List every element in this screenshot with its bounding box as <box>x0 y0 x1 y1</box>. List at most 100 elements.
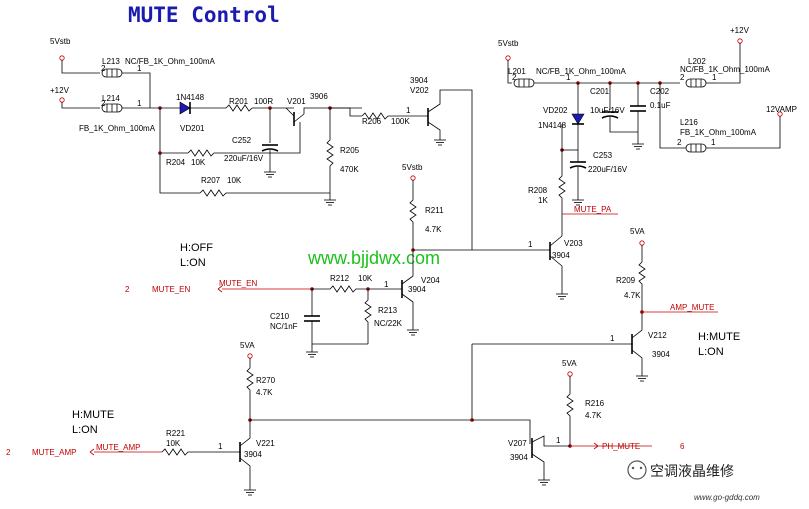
svg-text:4.7K: 4.7K <box>256 388 273 397</box>
svg-text:VD202: VD202 <box>543 106 568 115</box>
svg-text:2: 2 <box>101 64 106 73</box>
svg-text:R212: R212 <box>330 274 350 283</box>
resistor-r213: R213 NC/22K <box>364 289 403 344</box>
port-mute-amp: 2 MUTE_AMP MUTE_AMP <box>6 443 162 457</box>
svg-text:V212: V212 <box>648 331 667 340</box>
svg-text:5VA: 5VA <box>630 227 645 236</box>
transistor-v207: V207 3904 1 <box>508 435 570 486</box>
svg-text:+12V: +12V <box>50 86 70 95</box>
bead-l216: L216 FB_1K_Ohm_100mA 2 1 12VAMP <box>659 83 797 153</box>
svg-text:VD201: VD201 <box>180 124 205 133</box>
svg-text:R209: R209 <box>616 276 636 285</box>
svg-text:R213: R213 <box>378 306 398 315</box>
svg-text:3906: 3906 <box>310 92 328 101</box>
svg-text:R205: R205 <box>340 146 360 155</box>
svg-text:10uF/16V: 10uF/16V <box>590 106 625 115</box>
svg-text:2: 2 <box>125 285 130 294</box>
svg-text:100K: 100K <box>391 117 410 126</box>
svg-text:NC/22K: NC/22K <box>374 319 403 328</box>
svg-text:3904: 3904 <box>408 285 426 294</box>
svg-text:L202: L202 <box>688 57 706 66</box>
svg-text:C252: C252 <box>232 136 252 145</box>
bead-l201: L201 NC/FB_1K_Ohm_100mA 2 1 <box>508 67 680 88</box>
svg-text:MUTE_AMP: MUTE_AMP <box>96 443 140 452</box>
capacitor-c201: C201 10uF/16V <box>590 81 638 133</box>
svg-text:L:ON: L:ON <box>72 424 98 436</box>
resistor-r205: R205 470K <box>323 108 360 206</box>
resistor-r221: R221 10K 1 <box>161 429 238 456</box>
diode-vd202: VD202 1N4148 <box>538 81 585 162</box>
notes-hmute-left: H:MUTE L:ON <box>72 409 114 436</box>
svg-text:2: 2 <box>512 73 517 82</box>
transistor-v204: V204 3904 <box>400 264 440 336</box>
svg-text:H:MUTE: H:MUTE <box>72 409 114 421</box>
svg-text:R216: R216 <box>585 399 605 408</box>
svg-text:1N4148: 1N4148 <box>176 93 205 102</box>
svg-text:2: 2 <box>101 99 106 108</box>
resistor-r270: R270 4.7K <box>248 344 531 444</box>
svg-text:2: 2 <box>6 448 11 457</box>
capacitor-c210: C210 NC/1nF <box>270 289 368 358</box>
svg-text:R270: R270 <box>256 376 276 385</box>
svg-text:NC/FB_1K_Ohm_100mA: NC/FB_1K_Ohm_100mA <box>680 65 770 74</box>
svg-text:L214: L214 <box>102 94 120 103</box>
svg-text:470K: 470K <box>340 165 359 174</box>
svg-text:3904: 3904 <box>652 350 670 359</box>
svg-text:R208: R208 <box>528 186 548 195</box>
svg-text:NC/FB_1K_Ohm_100mA: NC/FB_1K_Ohm_100mA <box>536 67 626 76</box>
wechat-icon <box>627 460 647 480</box>
power-5va-v207: 5VA <box>562 359 577 446</box>
svg-text:220uF/16V: 220uF/16V <box>588 165 628 174</box>
svg-text:1: 1 <box>566 73 571 82</box>
svg-text:3904: 3904 <box>552 251 570 260</box>
svg-text:V201: V201 <box>287 97 306 106</box>
svg-text:5Vstb: 5Vstb <box>498 39 519 48</box>
svg-text:3904: 3904 <box>410 76 428 85</box>
svg-text:C253: C253 <box>593 151 613 160</box>
resistor-r209: R209 4.7K AMP_MUTE <box>616 276 718 314</box>
svg-text:MUTE_AMP: MUTE_AMP <box>32 448 76 457</box>
svg-text:1: 1 <box>556 436 561 445</box>
power-5vstb-v204: 5Vstb <box>402 163 423 264</box>
diode-vd201: 1N4148 VD201 <box>176 93 226 133</box>
svg-text:MUTE_EN: MUTE_EN <box>219 279 257 288</box>
resistor-r216: R216 4.7K PH_MUTE 6 <box>568 399 685 451</box>
notes-hoff: H:OFF L:ON <box>180 242 213 269</box>
resistor-r212: R212 10K 1 <box>310 274 400 293</box>
svg-text:V203: V203 <box>564 239 583 248</box>
svg-text:FB_1K_Ohm_100mA: FB_1K_Ohm_100mA <box>680 128 757 137</box>
bead-l213: L213 NC/FB_1K_Ohm_100mA 2 1 <box>101 57 215 108</box>
svg-text:V207: V207 <box>508 439 527 448</box>
svg-text:R206: R206 <box>362 117 382 126</box>
svg-text:H:OFF: H:OFF <box>180 242 213 254</box>
svg-text:1: 1 <box>137 99 142 108</box>
power-5va-v212: 5VA <box>630 227 646 326</box>
svg-text:4.7K: 4.7K <box>425 225 442 234</box>
svg-text:AMP_MUTE: AMP_MUTE <box>670 303 714 312</box>
svg-text:1: 1 <box>218 442 223 451</box>
transistor-v203: 1 V203 3904 <box>472 235 583 300</box>
svg-text:H:MUTE: H:MUTE <box>698 331 740 343</box>
svg-text:+12V: +12V <box>730 26 750 35</box>
svg-text:NC/FB_1K_Ohm_100mA: NC/FB_1K_Ohm_100mA <box>125 57 215 66</box>
svg-text:12VAMP: 12VAMP <box>766 105 797 114</box>
svg-text:V221: V221 <box>256 439 275 448</box>
svg-text:10K: 10K <box>166 439 181 448</box>
svg-text:1: 1 <box>528 240 533 249</box>
svg-text:R204: R204 <box>166 158 186 167</box>
svg-text:4.7K: 4.7K <box>624 291 641 300</box>
svg-text:1: 1 <box>137 64 142 73</box>
svg-text:100R: 100R <box>254 97 273 106</box>
power-5va-v221: 5VA <box>240 341 255 420</box>
resistor-r206: R206 100K 1 <box>330 106 426 126</box>
bead-l214: L214 FB_1K_Ohm_100mA 2 1 <box>79 94 180 133</box>
power-5vstb-right: 5Vstb <box>498 39 519 84</box>
resistor-r211: R211 4.7K <box>411 206 472 252</box>
svg-text:www.go-gddq.com: www.go-gddq.com <box>694 493 760 502</box>
port-mute-en: 2 MUTE_EN MUTE_EN <box>125 279 312 294</box>
capacitor-c253: C253 220uF/16V <box>560 148 628 206</box>
svg-text:1: 1 <box>384 280 389 289</box>
svg-text:5Vstb: 5Vstb <box>50 37 71 46</box>
watermark-text: www.bjjdwx.com <box>307 248 440 268</box>
svg-text:R211: R211 <box>425 206 444 215</box>
